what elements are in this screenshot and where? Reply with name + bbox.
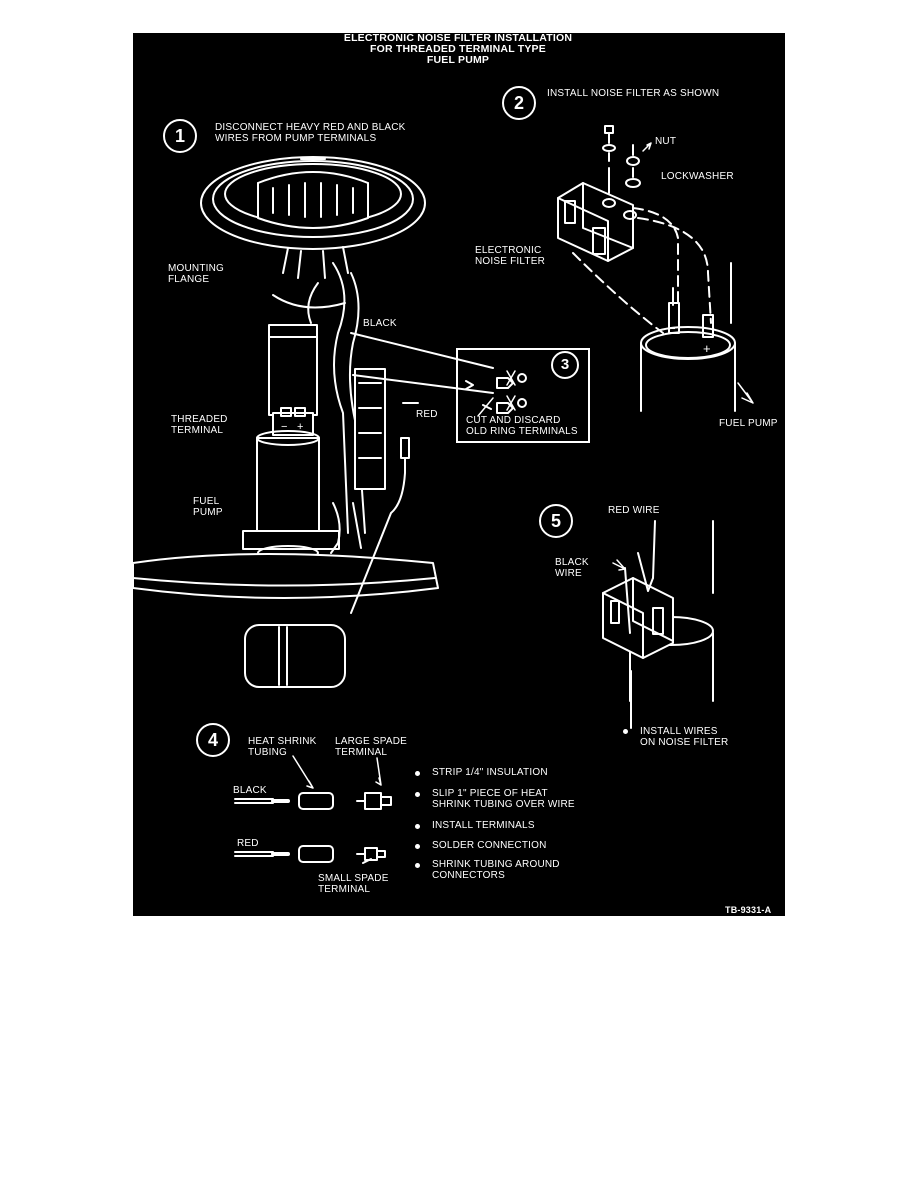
instruction-bullet — [415, 824, 420, 829]
red-wire-splice-drawing — [234, 845, 386, 864]
figure-id: TB-9331-A — [725, 905, 772, 915]
red-wire-line — [352, 374, 494, 394]
instruction-bullet — [415, 771, 420, 776]
threaded-terminal-label: THREADED TERMINAL — [171, 414, 228, 436]
instruction-item: SHRINK TUBING AROUND CONNECTORS — [432, 859, 560, 881]
noise-filter-drawing-step2 — [557, 182, 637, 262]
red-wire-label-step4: RED — [237, 838, 259, 849]
small-spade-terminal-label: SMALL SPADE TERMINAL — [318, 873, 389, 895]
step-1-marker: 1 — [163, 119, 197, 153]
pump-motor-upper-drawing — [268, 324, 318, 436]
diagram-title-line2: FOR THREADED TERMINAL TYPE — [370, 43, 546, 55]
install-guide-dashes — [572, 207, 712, 334]
mounting-flange-label: MOUNTING FLANGE — [168, 263, 225, 285]
diagram-figure: ELECTRONIC NOISE FILTER INSTALLATION FOR… — [133, 33, 785, 916]
bracket-and-float-drawing — [244, 368, 410, 688]
black-wire-label-step4: BLACK — [233, 785, 267, 796]
instruction-bullet — [415, 863, 420, 868]
step-2-instruction: INSTALL NOISE FILTER AS SHOWN — [547, 88, 720, 99]
install-wires-bullet — [623, 729, 628, 734]
step-3-box — [456, 348, 590, 443]
instruction-bullet — [415, 792, 420, 797]
instruction-bullet — [415, 844, 420, 849]
step-5-marker: 5 — [539, 504, 573, 538]
instruction-item: STRIP 1/4" INSULATION — [432, 767, 548, 778]
electronic-noise-filter-label: ELECTRONIC NOISE FILTER — [475, 245, 546, 267]
step-2-marker: 2 — [502, 86, 536, 120]
black-wire-line — [350, 332, 494, 369]
instruction-item: SOLDER CONNECTION — [432, 840, 547, 851]
fuel-pump-drawing-step2 — [640, 262, 754, 412]
pump-body-lower-drawing — [242, 430, 340, 561]
reservoir-cup-drawing — [133, 553, 439, 599]
diagram-title-line1: ELECTRONIC NOISE FILTER INSTALLATION — [343, 32, 573, 44]
black-wire-label: BLACK — [363, 318, 397, 329]
step-3-marker: 3 — [551, 351, 579, 379]
diagram-artwork — [133, 125, 754, 864]
sender-tubes-drawing — [272, 246, 366, 534]
diagram-title-line3: FUEL PUMP — [426, 54, 490, 66]
minus-terminal-left: − — [281, 421, 288, 433]
fuel-pump-label-left: FUEL PUMP — [193, 496, 223, 518]
step-4-marker: 4 — [196, 723, 230, 757]
nut-label: NUT — [655, 136, 677, 147]
install-wires-instruction: INSTALL WIRES ON NOISE FILTER — [640, 726, 729, 748]
heat-shrink-tubing-label: HEAT SHRINK TUBING — [248, 736, 317, 758]
large-spade-terminal-label: LARGE SPADE TERMINAL — [335, 736, 408, 758]
black-wire-label-step5: BLACK WIRE — [555, 557, 589, 579]
fuel-pump-drawing-step5 — [602, 520, 714, 729]
nut-lockwasher-drawing — [602, 125, 652, 194]
step-1-instruction: DISCONNECT HEAVY RED AND BLACK WIRES FRO… — [215, 122, 406, 144]
lockwasher-label: LOCKWASHER — [661, 171, 734, 182]
mounting-flange-drawing — [200, 156, 426, 250]
red-wire-label-step5: RED WIRE — [608, 505, 660, 516]
instruction-item: INSTALL TERMINALS — [432, 820, 535, 831]
minus-terminal-right: − — [668, 321, 676, 336]
plus-terminal-left: + — [297, 421, 304, 433]
step-3-instruction: CUT AND DISCARD OLD RING TERMINALS — [466, 415, 578, 437]
red-wire-label: RED — [416, 409, 438, 420]
plus-terminal-right: + — [703, 341, 711, 356]
black-wire-splice-drawing — [234, 755, 392, 810]
fuel-pump-label-right: FUEL PUMP — [719, 418, 778, 429]
instruction-item: SLIP 1" PIECE OF HEAT SHRINK TUBING OVER… — [432, 788, 575, 810]
